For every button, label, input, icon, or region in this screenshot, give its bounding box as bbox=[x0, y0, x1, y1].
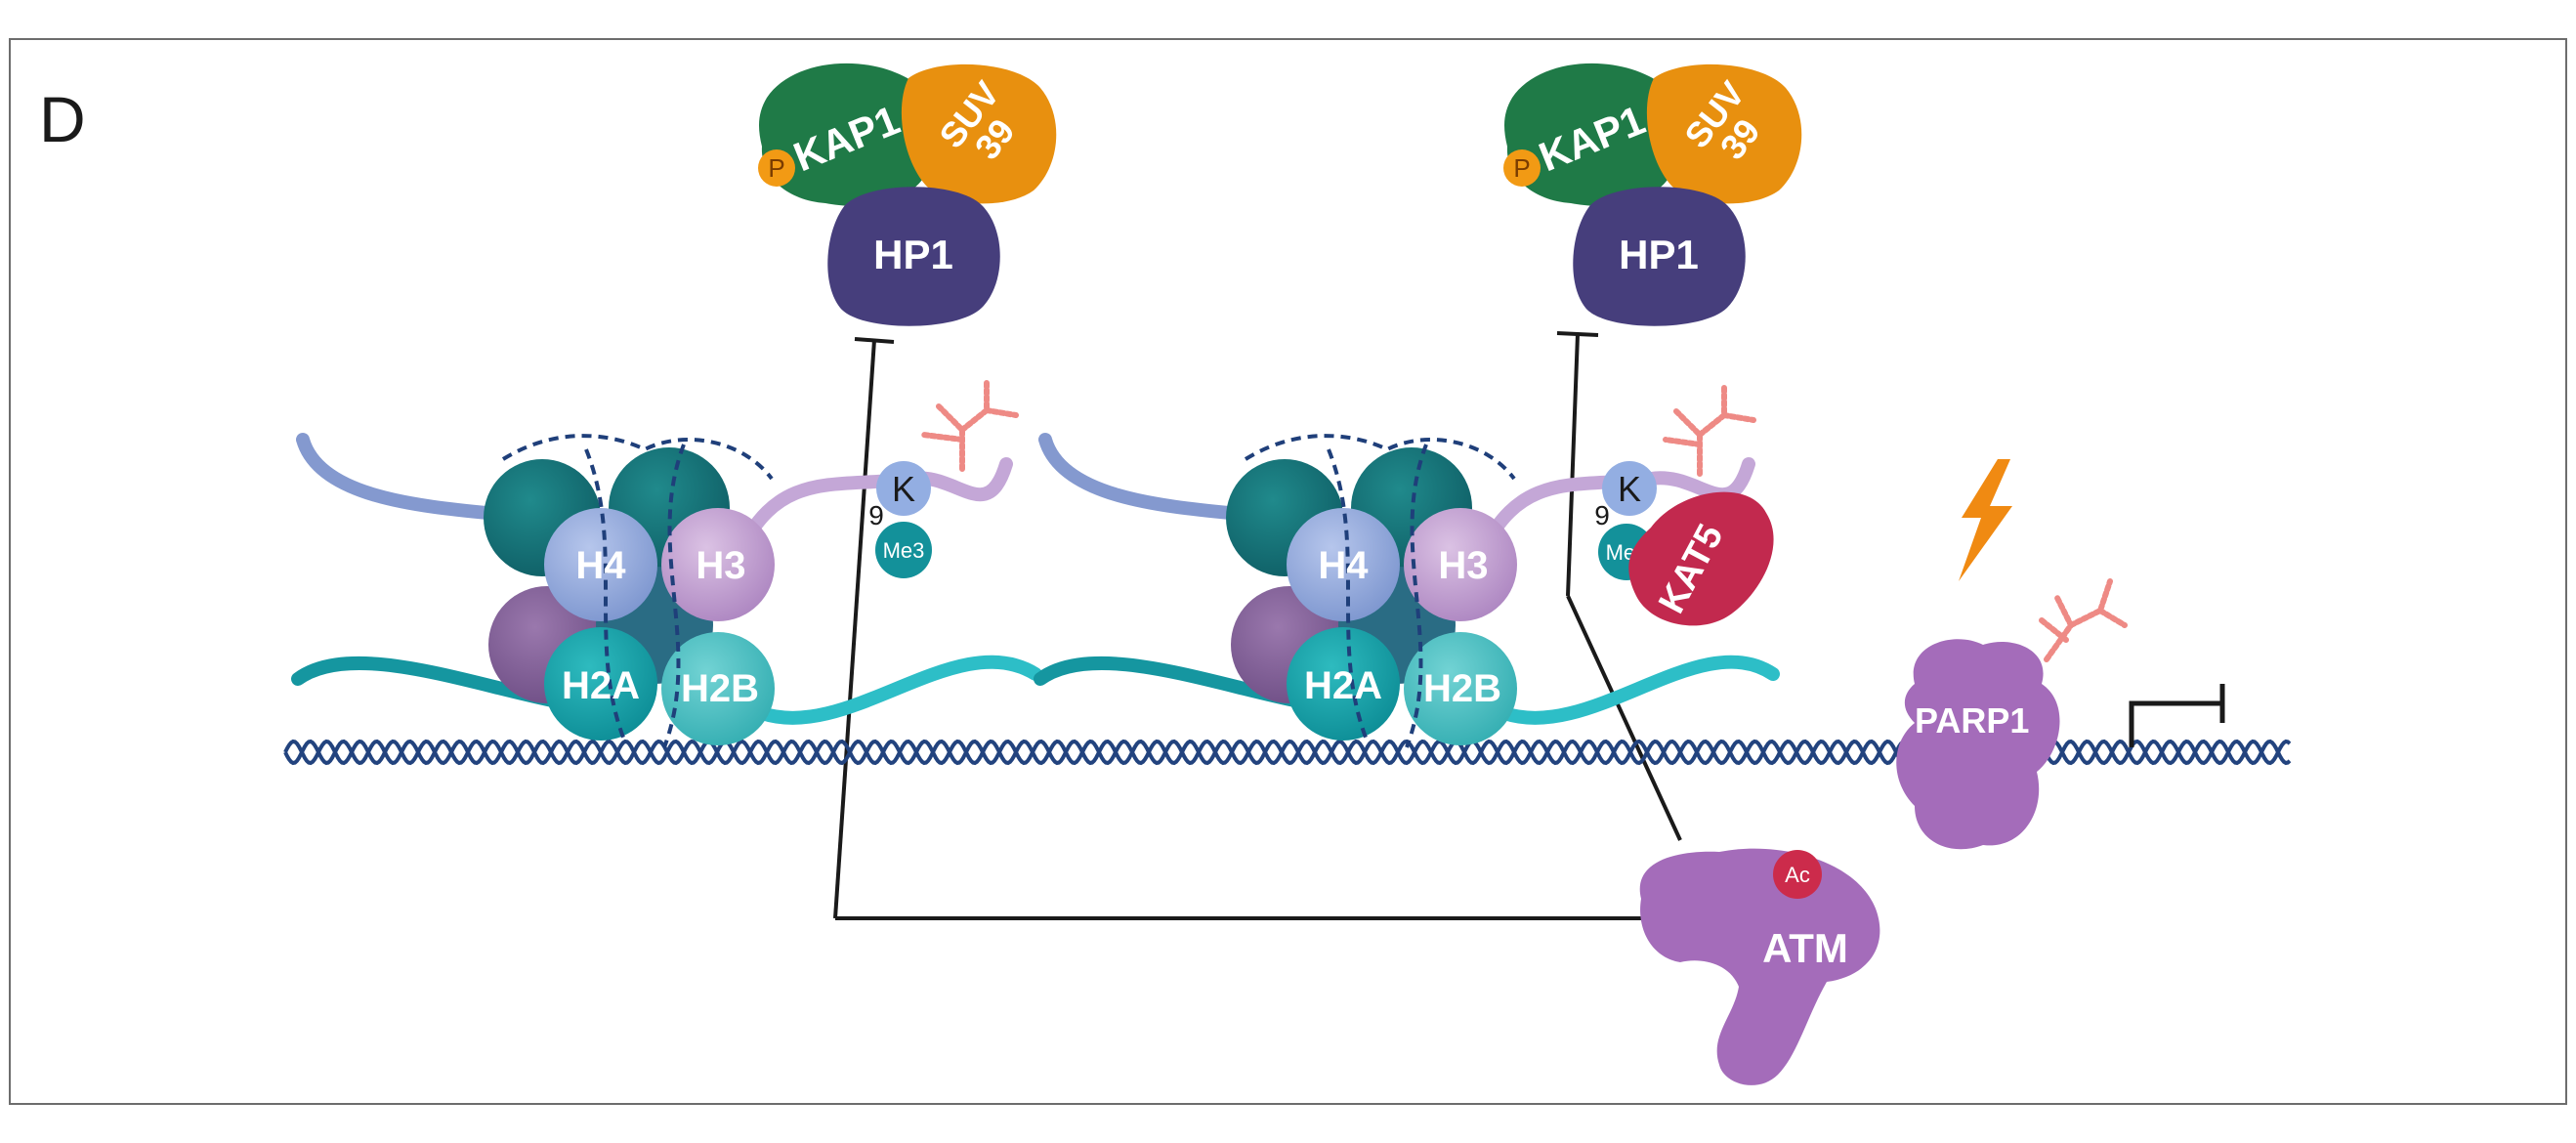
parp1-blob bbox=[1896, 639, 2060, 850]
label-h4: H4 bbox=[575, 544, 626, 587]
kat5-blob bbox=[1628, 491, 1774, 626]
histone-h4 bbox=[1287, 508, 1400, 621]
histone-h4 bbox=[544, 508, 657, 621]
suv39-blob bbox=[901, 64, 1057, 204]
histone-h2b bbox=[1404, 632, 1517, 745]
lightning-bolt-icon bbox=[1959, 459, 2012, 581]
lysine-k-label: K bbox=[892, 469, 915, 509]
lysine-k-circle bbox=[1602, 461, 1657, 516]
label-h3: H3 bbox=[1438, 544, 1488, 587]
me3-circle bbox=[875, 522, 932, 578]
label-h2b: H2B bbox=[681, 667, 759, 710]
histone-h3 bbox=[1404, 508, 1517, 621]
kat5-protein: KAT5 bbox=[1628, 491, 1774, 626]
kap1-suv39-hp1-complex-right: P KAP1 SUV 39 HP1 bbox=[1503, 63, 1802, 326]
k9-me3-left: K 9 Me3 bbox=[868, 461, 932, 578]
acetyl-circle bbox=[1773, 850, 1822, 899]
kap1-blob bbox=[759, 63, 936, 206]
hp1-blob bbox=[1573, 187, 1746, 326]
atm-label: ATM bbox=[1762, 925, 1848, 971]
atm-protein: Ac ATM bbox=[1639, 848, 1880, 1085]
histone-h2a bbox=[544, 627, 657, 741]
hp1-blob bbox=[827, 187, 1000, 326]
phospho-circle bbox=[758, 149, 795, 187]
par-chain-right bbox=[1663, 383, 1756, 477]
nucleosome-right: H4 H3 H2A H2B bbox=[1226, 434, 1517, 748]
phospho-label: P bbox=[768, 153, 784, 183]
label-h4: H4 bbox=[1318, 544, 1369, 587]
lysine-position-label: 9 bbox=[1594, 500, 1610, 530]
lysine-position-label: 9 bbox=[868, 500, 884, 530]
hp1-label: HP1 bbox=[873, 232, 953, 277]
label-h2a: H2A bbox=[1304, 664, 1382, 707]
histone-h3 bbox=[661, 508, 775, 621]
inhibition-line-right bbox=[1556, 331, 1682, 841]
atm-blob bbox=[1639, 848, 1880, 1085]
parp1-label: PARP1 bbox=[1915, 700, 2029, 741]
par-chain-left bbox=[920, 378, 1019, 472]
me3-label: Me3 bbox=[883, 538, 925, 563]
parp1-protein: PARP1 bbox=[1896, 639, 2060, 850]
label-h3: H3 bbox=[696, 544, 745, 587]
suv39-blob bbox=[1646, 64, 1802, 204]
hp1-label: HP1 bbox=[1619, 232, 1699, 277]
inhibition-line-left bbox=[833, 337, 1641, 920]
kap1-blob bbox=[1504, 63, 1681, 206]
nucleosome-dna-wrap bbox=[1244, 434, 1516, 748]
panel-label: D bbox=[39, 83, 86, 155]
histone-h2a bbox=[1287, 627, 1400, 741]
histone-h2b bbox=[661, 632, 775, 745]
phospho-circle bbox=[1503, 149, 1541, 187]
phospho-label: P bbox=[1513, 153, 1530, 183]
nucleosome-dna-wrap bbox=[501, 434, 774, 748]
kap1-suv39-hp1-complex-left: P KAP1 SUV 39 HP1 bbox=[758, 63, 1057, 326]
lysine-k-label: K bbox=[1618, 469, 1641, 509]
k9-me3-right: K 9 Me3 bbox=[1594, 461, 1657, 580]
label-h2b: H2B bbox=[1423, 667, 1501, 710]
lysine-k-circle bbox=[876, 461, 931, 516]
nucleosome-left: H4 H3 H2A H2B bbox=[484, 434, 775, 748]
label-h2a: H2A bbox=[562, 664, 640, 707]
promoter-block-icon bbox=[2129, 684, 2225, 747]
par-chain-parp1 bbox=[2039, 578, 2128, 662]
acetyl-label: Ac bbox=[1785, 863, 1810, 887]
